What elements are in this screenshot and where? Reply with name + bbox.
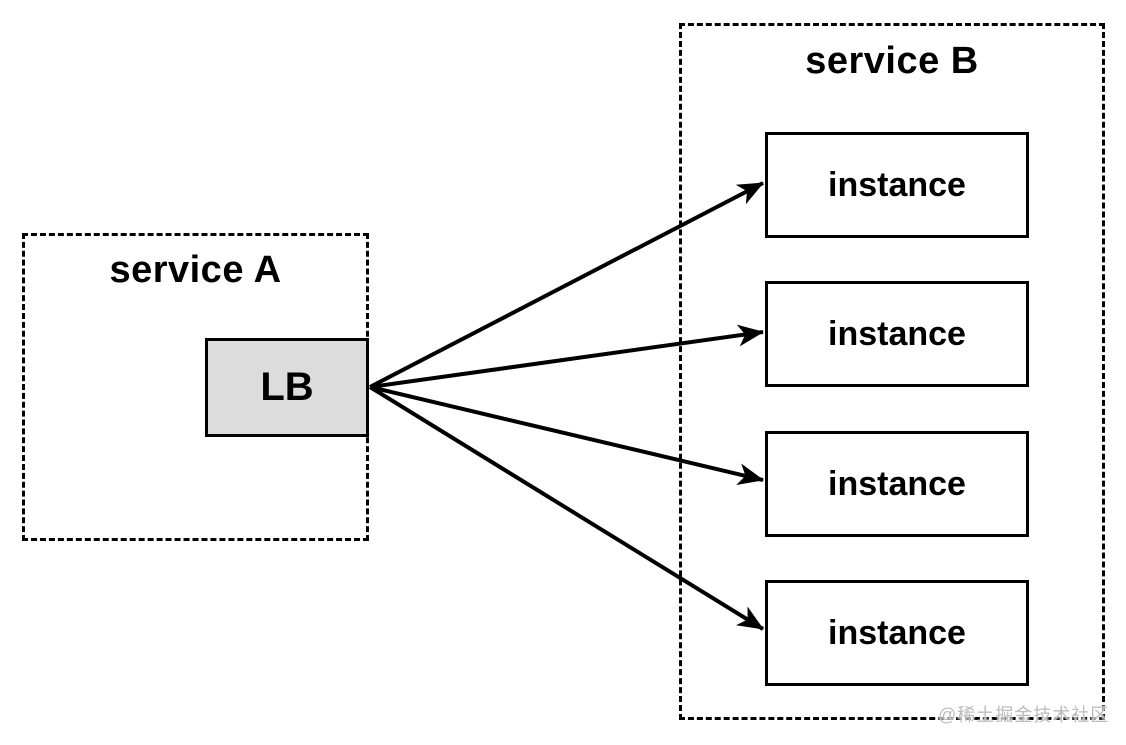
service-b-group: service B instance instance instance ins… — [679, 23, 1105, 720]
instance-node: instance — [765, 431, 1029, 537]
lb-node: LB — [205, 338, 369, 437]
instance-node: instance — [765, 132, 1029, 238]
lb-node-label: LB — [260, 365, 314, 409]
watermark-text: @稀土掘金技术社区 — [938, 705, 1110, 725]
service-a-group: service A LB — [22, 233, 369, 541]
instance-node-label: instance — [828, 165, 966, 204]
instance-node-label: instance — [828, 314, 966, 353]
instance-node: instance — [765, 281, 1029, 387]
instance-node: instance — [765, 580, 1029, 686]
instance-node-label: instance — [828, 613, 966, 652]
instance-node-label: instance — [828, 464, 966, 503]
service-b-label: service B — [805, 40, 979, 82]
service-a-label: service A — [109, 249, 282, 291]
